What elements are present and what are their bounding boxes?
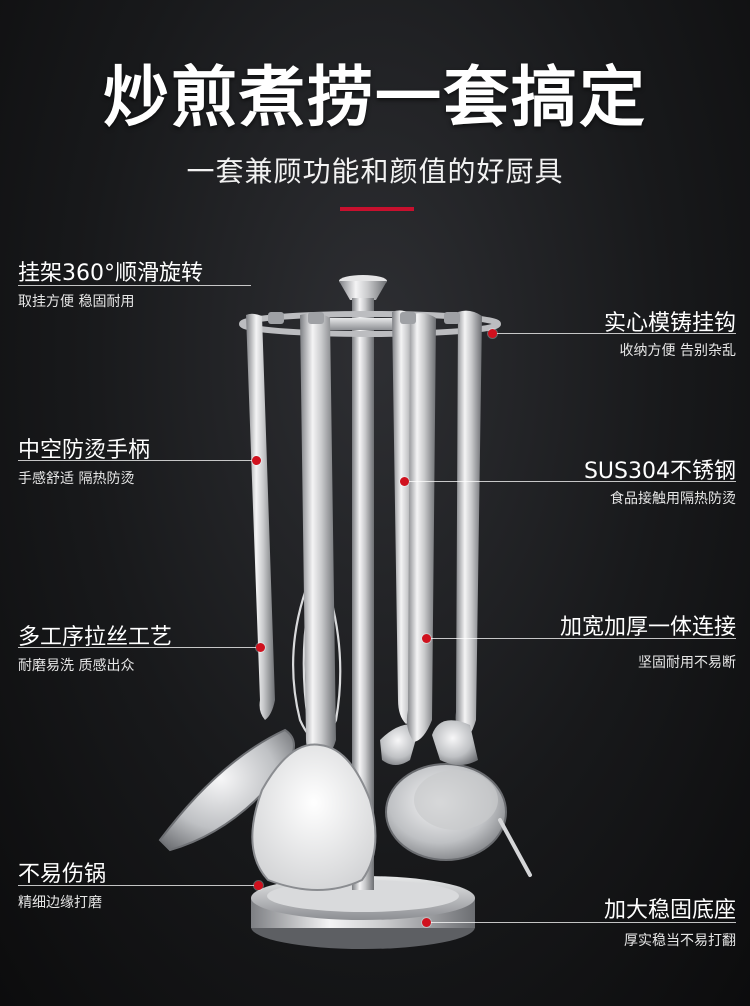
feature-5-marker [256, 643, 265, 652]
feature-2-line [490, 333, 736, 334]
feature-8-line [426, 922, 736, 923]
feature-4-title: SUS304不锈钢 [583, 459, 736, 484]
feature-5-line [18, 647, 259, 648]
feature-4-marker [400, 477, 409, 486]
subheadline: 一套兼顾功能和颜值的好厨具 [186, 155, 564, 188]
accent-divider [340, 207, 414, 211]
headline: 炒煎煮捞一套搞定 [103, 59, 647, 136]
hook-ring [239, 311, 501, 337]
turner [251, 313, 377, 891]
feature-1-desc: 取挂方便 稳固耐用 [18, 294, 135, 310]
feature-3-marker [252, 456, 261, 465]
feature-1-line [18, 285, 251, 286]
feature-8-marker [422, 918, 431, 927]
stand-pole [352, 300, 374, 890]
feature-6-line [426, 638, 736, 639]
pasta-server [432, 310, 532, 877]
stand-knob [339, 275, 387, 324]
feature-3-title: 中空防烫手柄 [18, 438, 151, 463]
feature-3-desc: 手感舒适 隔热防烫 [18, 471, 135, 487]
feature-7-title: 不易伤锅 [18, 862, 107, 887]
feature-7-marker [254, 881, 263, 890]
hooks [268, 312, 460, 324]
feature-7-desc: 精细边缘打磨 [18, 895, 102, 911]
feature-8-desc: 厚实稳当不易打翻 [624, 933, 736, 949]
feature-4-desc: 食品接触用隔热防烫 [610, 491, 736, 507]
feature-1-title: 挂架360°顺滑旋转 [18, 261, 203, 286]
feature-5-desc: 耐磨易洗 质感出众 [18, 658, 135, 674]
feature-8-title: 加大稳固底座 [603, 898, 736, 923]
feature-6-marker [422, 634, 431, 643]
feature-2-title: 实心模铸挂钩 [603, 311, 736, 336]
feature-4-line [404, 481, 736, 482]
feature-6-title: 加宽加厚一体连接 [559, 615, 736, 640]
skimmer [158, 313, 295, 852]
feature-6-desc: 坚固耐用不易断 [638, 655, 736, 671]
feature-3-line [18, 460, 255, 461]
feature-2-desc: 收纳方便 告别杂乱 [619, 343, 736, 359]
feature-5-title: 多工序拉丝工艺 [18, 625, 173, 650]
feature-2-marker [488, 329, 497, 338]
feature-7-line [18, 885, 258, 886]
